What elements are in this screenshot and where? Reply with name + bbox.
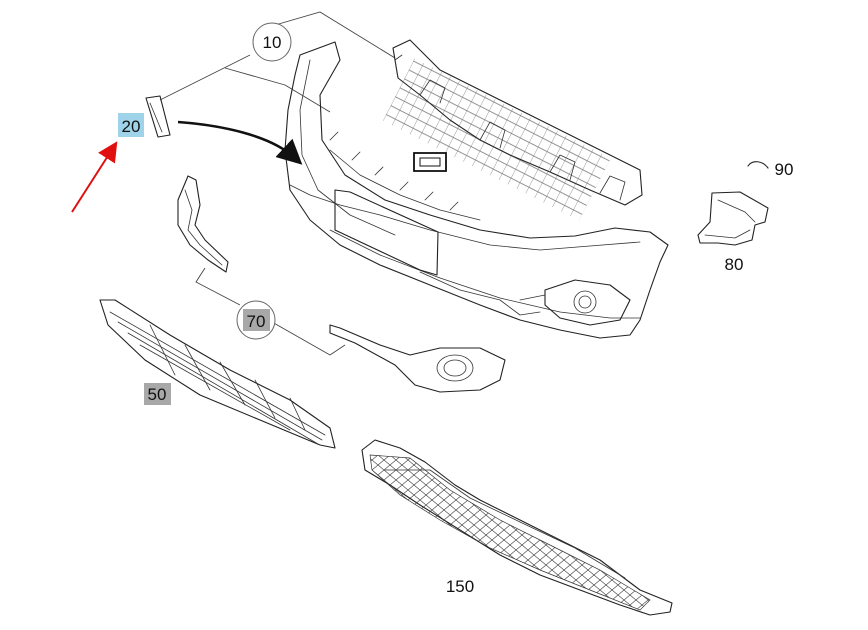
callout-highlight-70 — [243, 309, 270, 331]
callout-circle-10 — [252, 22, 292, 62]
callout-highlight-20 — [118, 113, 144, 137]
callout-label-20: 20 — [122, 117, 141, 136]
bumper-cover-part — [284, 41, 669, 339]
side-bracket-part — [177, 175, 229, 273]
pointer-arrow — [177, 120, 303, 165]
lower-grille-part — [99, 299, 336, 449]
callout-label-80: 80 — [725, 255, 744, 274]
callout-label-10: 10 — [263, 33, 282, 52]
leader-lines-70 — [195, 267, 346, 356]
impact-absorber-part — [382, 39, 643, 221]
fog-lamp-bezel-part — [329, 324, 506, 393]
callout-label-90: 90 — [775, 160, 794, 179]
lower-absorber-part — [361, 439, 673, 616]
callout-label-50: 50 — [148, 385, 167, 404]
callout-highlight-50 — [144, 383, 171, 405]
bracket-80-part — [697, 191, 769, 246]
clip-90-part — [747, 161, 769, 169]
red-arrow — [71, 141, 118, 213]
callout-label-150: 150 — [446, 577, 474, 596]
callout-label-70: 70 — [247, 312, 266, 331]
clip-symbol — [413, 152, 447, 172]
tow-hook-cover-part — [145, 95, 171, 138]
